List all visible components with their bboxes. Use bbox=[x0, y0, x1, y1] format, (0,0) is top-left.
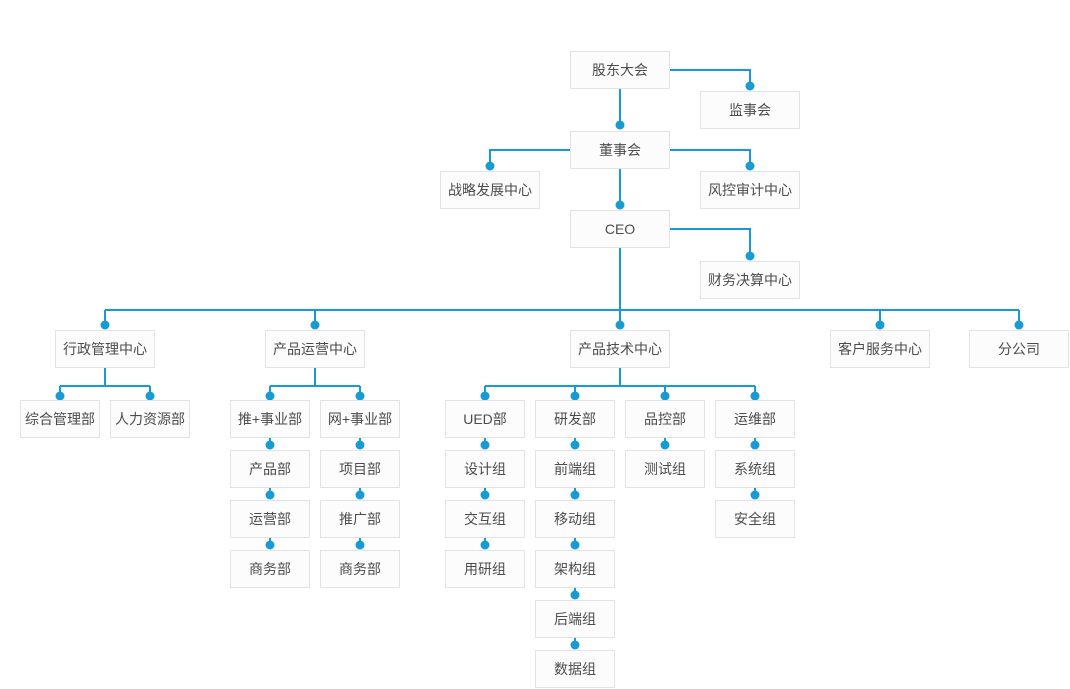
node-design-group: 设计组 bbox=[445, 450, 525, 488]
node-product-operations-center: 产品运营中心 bbox=[265, 330, 365, 368]
node-branch-company: 分公司 bbox=[969, 330, 1069, 368]
node-interaction-group: 交互组 bbox=[445, 500, 525, 538]
node-product-technology-center: 产品技术中心 bbox=[570, 330, 670, 368]
node-admin-management-center: 行政管理中心 bbox=[55, 330, 155, 368]
node-general-management-dept: 综合管理部 bbox=[20, 400, 100, 438]
node-ceo: CEO bbox=[570, 210, 670, 248]
node-customer-service-center: 客户服务中心 bbox=[830, 330, 930, 368]
node-strategic-development-center: 战略发展中心 bbox=[440, 171, 540, 209]
node-backend-group: 后端组 bbox=[535, 600, 615, 638]
node-financial-settlement-center: 财务决算中心 bbox=[700, 261, 800, 299]
node-shareholders-meeting: 股东大会 bbox=[570, 51, 670, 89]
node-rd-dept: 研发部 bbox=[535, 400, 615, 438]
node-ued-dept: UED部 bbox=[445, 400, 525, 438]
node-business-dept-wang: 商务部 bbox=[320, 550, 400, 588]
node-board-of-directors: 董事会 bbox=[570, 131, 670, 169]
node-supervisory-board: 监事会 bbox=[700, 91, 800, 129]
node-ops-maintenance-dept: 运维部 bbox=[715, 400, 795, 438]
node-tui-plus-division: 推+事业部 bbox=[230, 400, 310, 438]
node-system-group: 系统组 bbox=[715, 450, 795, 488]
node-data-group: 数据组 bbox=[535, 650, 615, 688]
node-hr-dept: 人力资源部 bbox=[110, 400, 190, 438]
node-security-group: 安全组 bbox=[715, 500, 795, 538]
node-architecture-group: 架构组 bbox=[535, 550, 615, 588]
node-project-dept: 项目部 bbox=[320, 450, 400, 488]
node-mobile-group: 移动组 bbox=[535, 500, 615, 538]
node-operations-dept: 运营部 bbox=[230, 500, 310, 538]
node-promotion-dept: 推广部 bbox=[320, 500, 400, 538]
node-user-research-group: 用研组 bbox=[445, 550, 525, 588]
node-risk-audit-center: 风控审计中心 bbox=[700, 171, 800, 209]
node-quality-control-dept: 品控部 bbox=[625, 400, 705, 438]
node-product-dept: 产品部 bbox=[230, 450, 310, 488]
node-wang-plus-division: 网+事业部 bbox=[320, 400, 400, 438]
node-frontend-group: 前端组 bbox=[535, 450, 615, 488]
node-business-dept-tui: 商务部 bbox=[230, 550, 310, 588]
node-testing-group: 测试组 bbox=[625, 450, 705, 488]
